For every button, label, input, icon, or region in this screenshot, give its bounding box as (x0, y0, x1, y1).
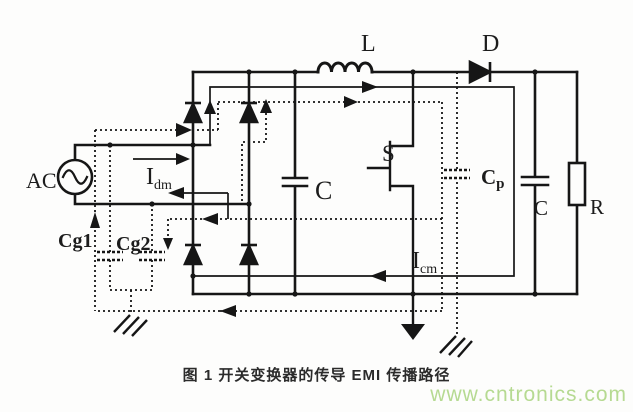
input-cap-symbol (281, 70, 309, 296)
cg-ground-net-wire (110, 289, 152, 315)
resistor-symbol (567, 161, 587, 207)
mosfet-symbol (366, 70, 415, 326)
figure-caption: 图 1 开关变换器的传导 EMI 传播路径 (182, 367, 451, 384)
cp-plates (444, 168, 470, 180)
boost-diode-triangle (468, 59, 493, 85)
boost-diode (468, 59, 493, 85)
arrow-right-icon (344, 96, 358, 108)
cg2-plates (139, 250, 165, 262)
inductor-coil (316, 61, 374, 74)
inductor-label: L (361, 31, 376, 57)
grounds (113, 314, 473, 358)
arrow-up-icon (204, 100, 216, 114)
ac-source-label: AC (26, 168, 57, 193)
bridge-diode-1 (182, 100, 204, 124)
icm-current-label: Icm (412, 248, 437, 277)
arrow-left-icon (220, 305, 236, 317)
load-resistor-label: R (590, 195, 604, 219)
input-cap-label: C (315, 176, 332, 205)
arrow-down-icon (163, 238, 173, 250)
chassis-ground-icon (401, 324, 425, 340)
cm-lower-spur-wire (167, 218, 442, 246)
parasitic-cap-plates (97, 168, 470, 262)
ground-cap1-label: Cg1 (58, 230, 92, 252)
ac-wires (73, 143, 251, 206)
cg1-plates (97, 250, 123, 262)
bridge-diode-3 (182, 242, 204, 266)
idm-current-label: Idm (146, 164, 172, 193)
earth-ground-left-icon (113, 314, 148, 337)
arrow-up-icon (260, 99, 272, 113)
dm-loop-wire (193, 86, 515, 277)
idm-return-arrow-line (184, 192, 229, 219)
output-cap-symbol (520, 70, 550, 296)
cm-outer-loop-wire (94, 101, 443, 312)
arrow-right-icon (176, 123, 192, 137)
output-cap-label: C (534, 196, 548, 220)
arrow-up-icon (90, 212, 100, 228)
watermark-text: www.cntronics.com (430, 383, 627, 406)
earth-ground-mid-icon (439, 335, 473, 358)
bridge-rectifier (182, 100, 260, 266)
arrow-right-icon (362, 81, 378, 93)
arrow-left-icon (168, 187, 184, 199)
arrow-left-icon (370, 270, 386, 282)
bridge-diode-4 (238, 242, 260, 266)
cm-diode2-hook-wire (241, 113, 267, 204)
main-circuit (56, 61, 587, 326)
arrow-right-icon (176, 153, 190, 165)
ground-cap2-label: Cg2 (116, 233, 150, 255)
arrow-left-icon (202, 213, 218, 225)
bridge-diode-2 (238, 100, 260, 124)
cm-arrowheads (90, 96, 358, 317)
switch-label: S (382, 141, 395, 166)
ac-sine-icon (61, 169, 89, 185)
boost-diode-label: D (482, 31, 499, 57)
dm-arrowheads (168, 81, 386, 282)
parasitic-cap-label: Cp (481, 165, 505, 192)
